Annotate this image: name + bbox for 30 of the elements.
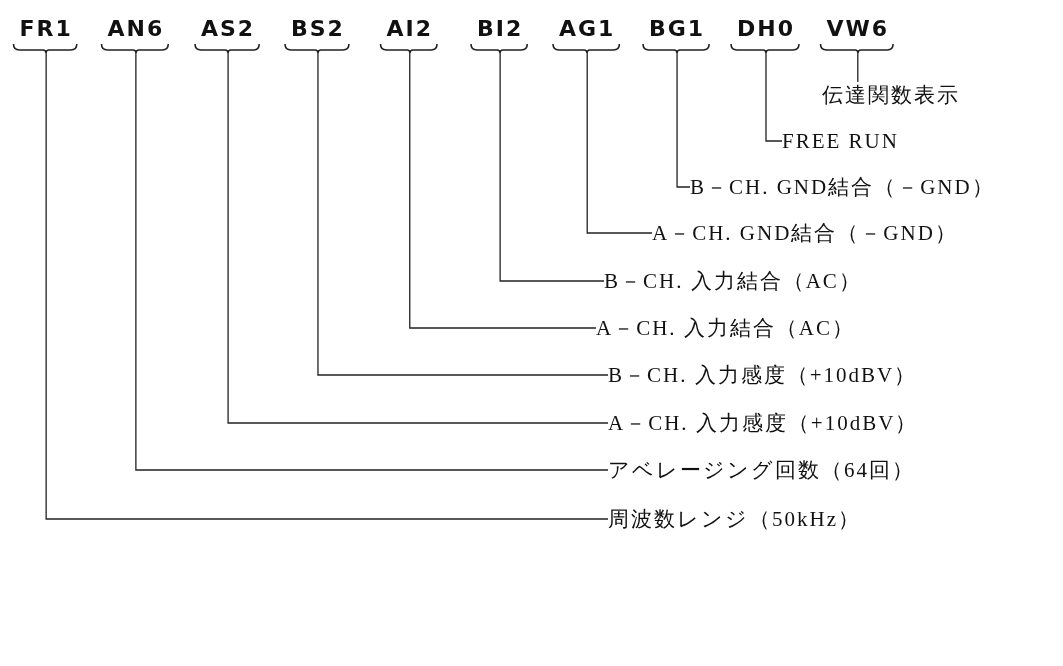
leader-line [586,52,653,234]
setting-description: B－CH. GND結合（－GND） [690,174,995,200]
leader-line [135,52,609,471]
leader-line [45,52,609,520]
leader-line [227,52,609,424]
code-label: BG1 [649,16,706,42]
setting-description: A－CH. 入力感度（+10dBV） [608,410,919,436]
setting-description: アベレージング回数（64回） [608,457,915,483]
code-label: AG1 [559,16,616,42]
setting-description: B－CH. 入力結合（AC） [604,268,862,294]
leader-line [765,52,783,142]
leader-line [317,52,609,376]
code-label: AI2 [386,16,434,42]
leader-line [499,52,605,282]
leader-line [857,52,859,83]
setting-description: A－CH. GND結合（－GND） [652,220,958,246]
setting-description: 周波数レンジ（50kHz） [608,506,861,532]
code-label: FR1 [19,16,73,42]
code-label: AS2 [201,16,256,42]
code-label: BS2 [291,16,345,42]
code-label: BI2 [477,16,524,42]
code-label: AN6 [107,16,165,42]
setting-description: 伝達関数表示 [822,82,960,108]
code-label: VW6 [826,16,890,42]
setting-description: A－CH. 入力結合（AC） [596,315,855,341]
code-label: DH0 [737,16,795,42]
leader-line [676,52,691,188]
leader-line [409,52,597,329]
setting-description: B－CH. 入力感度（+10dBV） [608,362,918,388]
setting-description: FREE RUN [782,128,899,154]
